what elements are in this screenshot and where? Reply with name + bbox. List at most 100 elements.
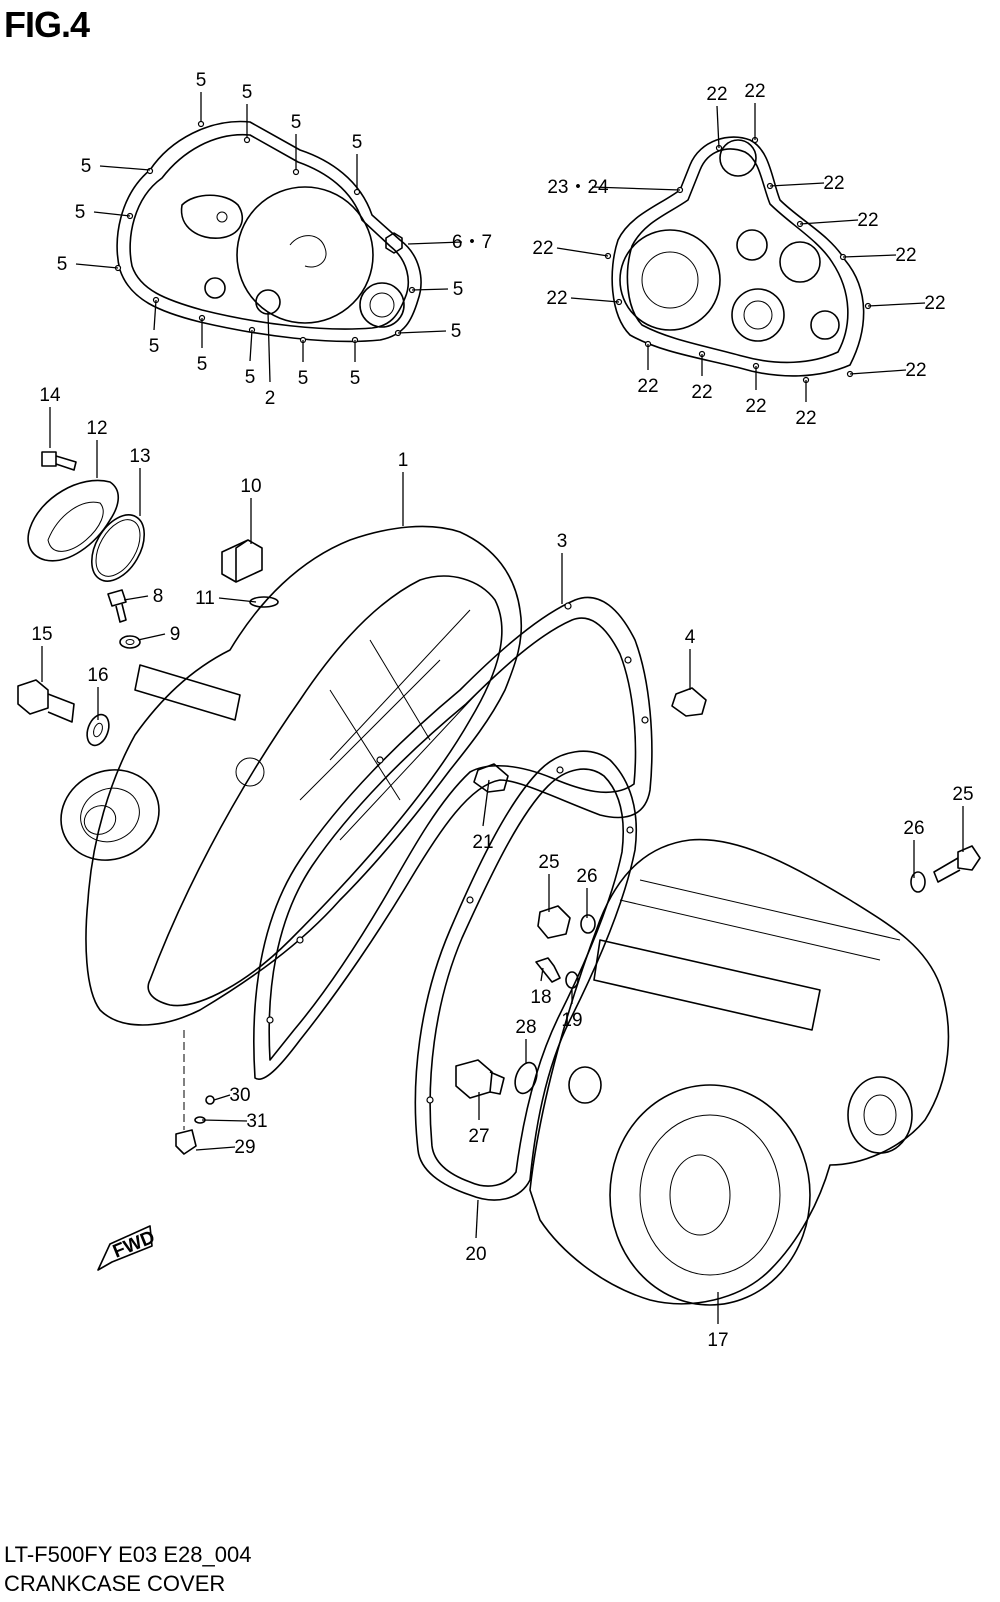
callout-c5g: 5 [57, 254, 119, 275]
callout-leader-line [591, 186, 681, 191]
callout-label: 2 [265, 388, 276, 409]
callout-leader-line [249, 329, 253, 362]
callout-label: 30 [229, 1085, 250, 1106]
callout-leader-line [93, 211, 131, 217]
callout-c22d: 22 [799, 210, 879, 231]
callout-leader-line [195, 1146, 236, 1151]
callout-label: 22 [691, 382, 712, 403]
callout-c5b: 5 [242, 82, 252, 138]
callout-c18: 18 [530, 967, 552, 1008]
callout-label: 1 [398, 450, 409, 471]
callout-c5l: 5 [245, 329, 256, 388]
callout-c5m: 5 [298, 340, 309, 389]
magneto-cover-drawing [604, 136, 872, 384]
callout-label: 5 [245, 367, 256, 388]
callout-c2: 2 [265, 311, 276, 409]
callout-c22b: 22 [744, 81, 766, 140]
crankcase-gasket-20-drawing [414, 750, 638, 1201]
callout-label: 9 [170, 624, 181, 645]
callout-leader-line [123, 595, 149, 601]
callout-c20: 20 [465, 1199, 487, 1265]
callout-leader-line [769, 182, 825, 187]
callout-c19: 19 [561, 990, 583, 1031]
crankcase-cover-drawing [60, 525, 523, 1026]
callout-c4: 4 [685, 627, 696, 690]
callout-label: 5 [81, 156, 92, 177]
callout-leader-line [540, 967, 544, 982]
callout-label: 18 [530, 987, 551, 1008]
callout-label: 5 [291, 112, 302, 133]
callout-label: 21 [472, 832, 493, 853]
callout-leader-line [218, 597, 257, 603]
callout-leader-line [407, 241, 463, 245]
callout-leader-line [201, 1119, 248, 1122]
callout-label: 5 [197, 354, 208, 375]
clutch-cover-drawing [114, 120, 422, 344]
callout-label: 3 [557, 531, 568, 552]
callout-c5h: 5 [411, 279, 464, 300]
callout-c22j: 22 [637, 344, 659, 397]
callout-label: 14 [39, 385, 61, 406]
callout-label: 10 [240, 476, 261, 497]
callout-c12: 12 [86, 418, 108, 478]
callout-label: 6・7 [452, 232, 492, 253]
callout-c25b: 25 [538, 852, 560, 912]
callout-c22a: 22 [706, 84, 728, 149]
callout-leader-line [716, 105, 720, 149]
callout-c8: 8 [123, 586, 164, 607]
callout-label: 25 [538, 852, 559, 873]
callout-c17: 17 [707, 1292, 729, 1351]
callout-c11: 11 [195, 588, 257, 609]
callout-label: 29 [234, 1137, 255, 1158]
callout-c22c: 22 [769, 173, 845, 194]
callout-c13: 13 [129, 446, 151, 516]
callout-label: 16 [87, 665, 108, 686]
callout-c31: 31 [201, 1111, 268, 1132]
callout-c9: 9 [137, 624, 181, 645]
callout-leader-line [849, 369, 907, 375]
callout-c5i: 5 [397, 321, 461, 342]
callout-c22k: 22 [691, 354, 713, 403]
callout-c10: 10 [240, 476, 262, 544]
callout-label: 25 [952, 784, 973, 805]
callout-c5a: 5 [196, 70, 206, 122]
callout-c22m: 22 [795, 380, 817, 429]
callout-label: 22 [532, 238, 553, 259]
callout-label: 22 [546, 288, 567, 309]
callout-label: 22 [823, 173, 844, 194]
callout-label: 5 [453, 279, 464, 300]
callout-c14: 14 [39, 385, 61, 448]
callout-leader-line [213, 1094, 231, 1101]
callout-c30: 30 [213, 1085, 251, 1106]
callout-leader-line [475, 1199, 479, 1239]
callout-label: 5 [75, 202, 86, 223]
callout-c16: 16 [87, 665, 109, 720]
callout-label: 22 [924, 293, 945, 314]
callout-label: 27 [468, 1126, 489, 1147]
callout-c26a: 26 [903, 818, 925, 878]
callout-leader-line [570, 297, 620, 303]
callout-c26b: 26 [576, 866, 598, 918]
callout-label: 23・24 [547, 177, 609, 198]
callout-label: 22 [745, 396, 766, 417]
callout-label: 22 [895, 245, 916, 266]
callout-label: 26 [576, 866, 597, 887]
callout-label: 8 [153, 586, 164, 607]
callout-c6: 6・7 [407, 232, 492, 253]
callout-label: 22 [857, 210, 878, 231]
callout-leader-line [842, 254, 897, 258]
callout-label: 13 [129, 446, 150, 467]
callout-label: 5 [298, 368, 309, 389]
callout-c5c: 5 [291, 112, 302, 170]
callout-label: 17 [707, 1330, 728, 1351]
callout-label: 19 [561, 1010, 582, 1031]
callout-label: 11 [195, 588, 215, 609]
callout-c1: 1 [398, 450, 409, 526]
callout-c22h: 22 [867, 293, 946, 314]
callout-leader-line [153, 299, 157, 331]
callout-leader-line [137, 633, 166, 641]
callout-c5k: 5 [197, 318, 208, 375]
